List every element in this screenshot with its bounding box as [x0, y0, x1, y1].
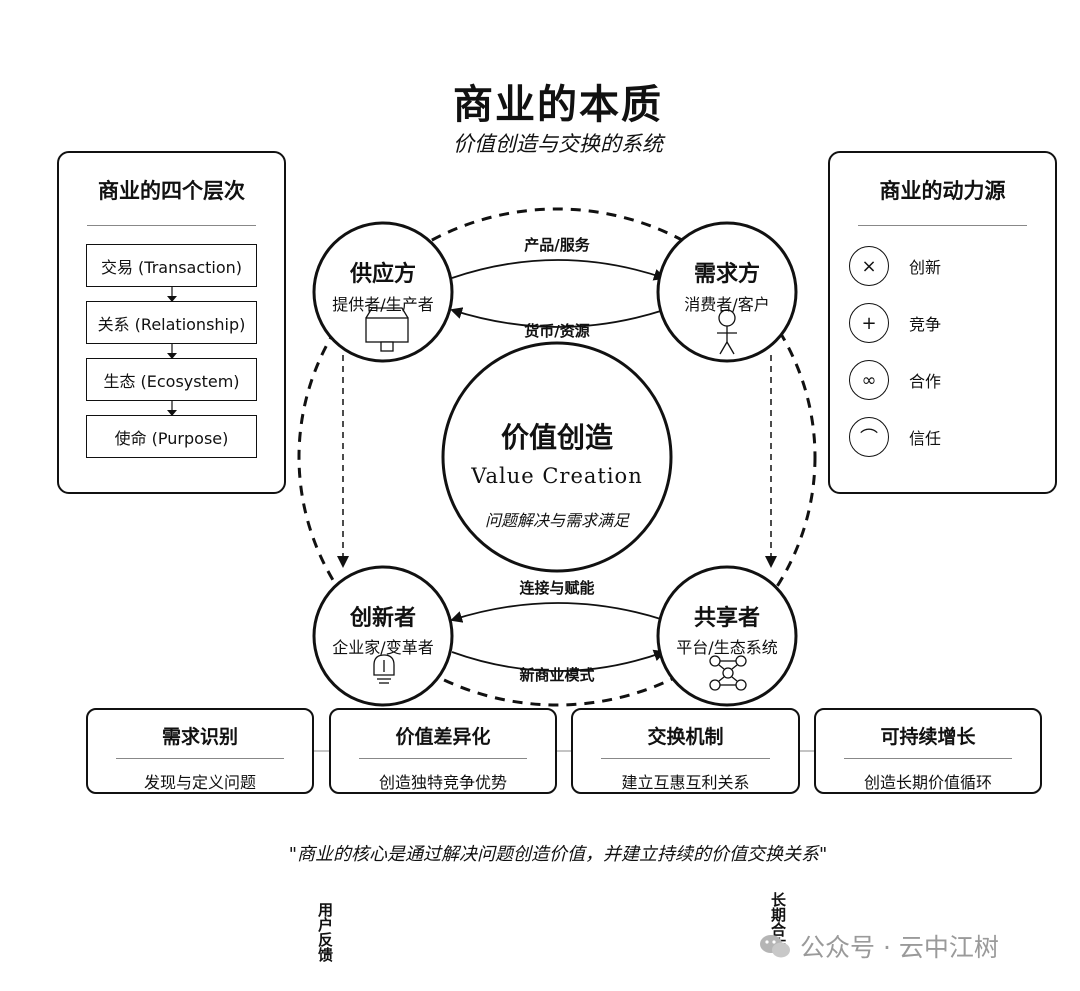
- page-title: 商业的本质: [453, 81, 663, 128]
- stage-divider: [601, 758, 770, 759]
- flow-label-money-resource: 货币/资源: [524, 322, 590, 340]
- cross-icon: ×: [849, 246, 889, 286]
- stage-divider: [116, 758, 284, 759]
- core-quote: "商业的核心是通过解决问题创造价值，并建立持续的价值交换关系": [288, 844, 828, 865]
- stage-exchange-mechanism: 交换机制 建立互惠互利关系: [571, 708, 800, 794]
- demander-subtitle: 消费者/客户: [684, 295, 770, 314]
- outer-cycle-ring: [297, 207, 817, 707]
- stage-sustainable-growth: 可持续增长 创造长期价值循环: [814, 708, 1042, 794]
- sharer-subtitle: 平台/生态系统: [676, 638, 778, 657]
- flow-label-product-service: 产品/服务: [524, 236, 590, 254]
- person-icon: [717, 309, 737, 355]
- driver-trust: ⌒ 信任: [849, 417, 941, 457]
- supplier-circle: [312, 221, 454, 363]
- stage-title: 交换机制: [647, 726, 724, 748]
- panel-divider: [87, 225, 256, 226]
- new-business-model-arrow: [451, 649, 666, 672]
- demander-circle: [656, 221, 798, 363]
- level-ecosystem: 生态 (Ecosystem): [86, 358, 257, 401]
- stage-title: 需求识别: [161, 726, 238, 748]
- watermark-text: 公众号 · 云中江树: [800, 933, 999, 962]
- innovator-title: 创新者: [349, 605, 416, 631]
- driver-label: 创新: [909, 258, 942, 277]
- wechat-icon: [760, 935, 790, 958]
- stage-description: 创造长期价值循环: [863, 773, 992, 792]
- sharer-circle: [656, 565, 798, 707]
- panel-divider: [858, 225, 1027, 226]
- connect-empower-arrow: [450, 602, 665, 623]
- stage-description: 建立互惠互利关系: [621, 773, 750, 792]
- center-title: 价值创造: [500, 421, 613, 454]
- driver-label: 合作: [909, 372, 942, 391]
- stage-title: 价值差异化: [395, 726, 491, 748]
- center-description: 问题解决与需求满足: [484, 511, 629, 530]
- level-arrows: [167, 287, 177, 416]
- product-service-arrow: [451, 259, 666, 281]
- stage-divider: [359, 758, 527, 759]
- driver-cooperation: ∞ 合作: [849, 360, 941, 400]
- vertical-label-user-feedback: 用户反馈: [316, 902, 334, 962]
- stage-value-differentiation: 价值差异化 创造独特竞争优势: [329, 708, 557, 794]
- lightbulb-icon: [373, 654, 395, 684]
- business-drivers-title: 商业的动力源: [879, 178, 1006, 203]
- driver-innovation: × 创新: [849, 246, 941, 286]
- demander-title: 需求方: [693, 261, 760, 287]
- flow-label-connect-empower: 连接与赋能: [519, 579, 595, 597]
- stage-description: 发现与定义问题: [143, 773, 256, 792]
- center-english: Value Creation: [471, 464, 643, 488]
- driver-competition: + 竞争: [849, 303, 941, 343]
- driver-label: 信任: [909, 429, 942, 448]
- innovator-circle: [312, 565, 454, 707]
- supplier-title: 供应方: [349, 261, 416, 287]
- page-subtitle: 价值创造与交换的系统: [453, 132, 663, 156]
- level-purpose: 使命 (Purpose): [86, 415, 257, 458]
- infinity-icon: ∞: [849, 360, 889, 400]
- stage-demand-identification: 需求识别 发现与定义问题: [86, 708, 314, 794]
- network-icon: [709, 655, 747, 691]
- plus-icon: +: [849, 303, 889, 343]
- sharer-title: 共享者: [693, 605, 760, 631]
- stage-title: 可持续增长: [880, 726, 976, 748]
- level-relationship: 关系 (Relationship): [86, 301, 257, 344]
- arc-icon: ⌒: [849, 417, 889, 457]
- business-levels-title: 商业的四个层次: [98, 178, 245, 203]
- stage-description: 创造独特竞争优势: [378, 773, 507, 792]
- supplier-subtitle: 提供者/生产者: [332, 295, 434, 314]
- stage-divider: [844, 758, 1012, 759]
- watermark: 公众号 · 云中江树: [758, 928, 999, 964]
- level-transaction: 交易 (Transaction): [86, 244, 257, 287]
- money-resource-arrow: [450, 307, 665, 328]
- flow-label-new-business-model: 新商业模式: [519, 666, 595, 684]
- driver-label: 竞争: [909, 315, 942, 334]
- innovator-subtitle: 企业家/变革者: [332, 638, 434, 657]
- shop-icon: [365, 307, 409, 352]
- value-creation-circle: [441, 341, 673, 573]
